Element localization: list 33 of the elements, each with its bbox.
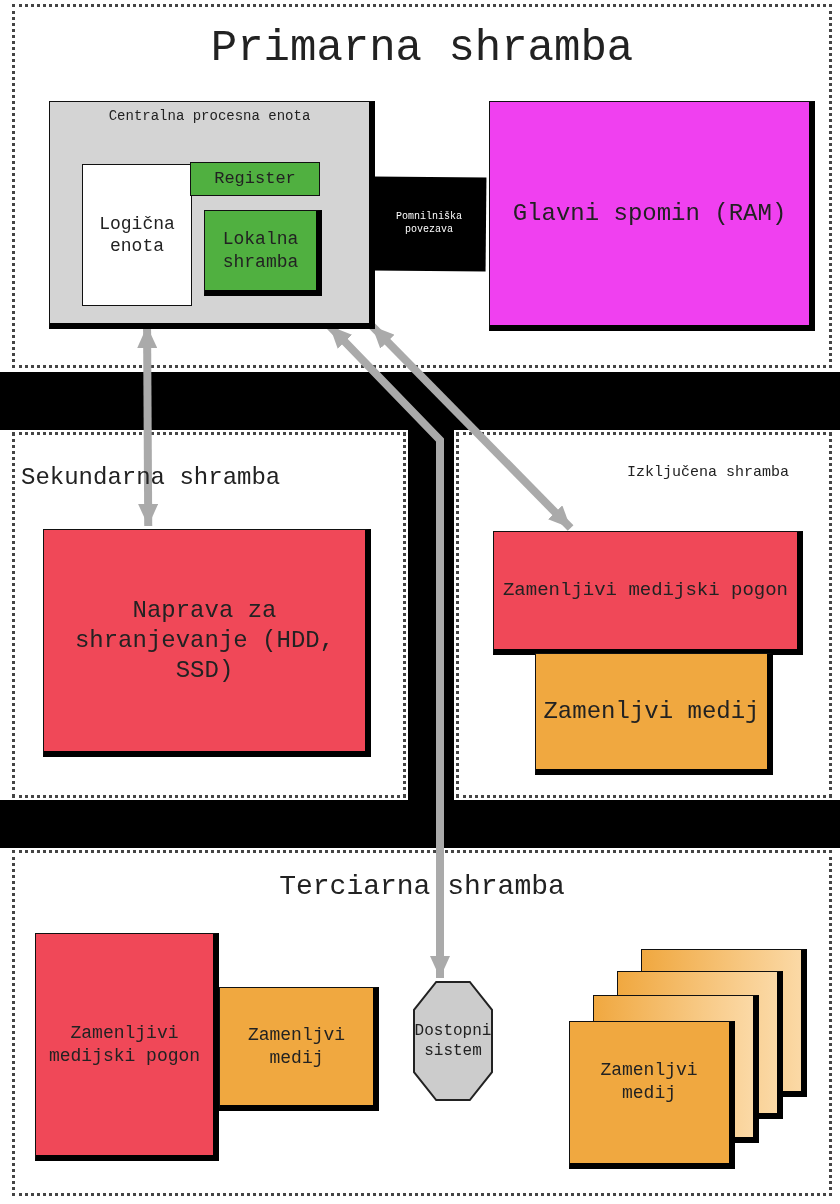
storage-device-box: [43, 529, 371, 757]
box-label: Logična enota: [98, 212, 176, 258]
box-label: Lokalna shramba: [221, 228, 300, 273]
section-title: Izključena shramba: [626, 463, 789, 483]
local-storage-box: [204, 210, 322, 296]
box-label: Zamenljivi medijski pogon: [502, 578, 788, 603]
edge-label: Pomnilniška povezava: [395, 209, 463, 236]
main-memory-box: [489, 101, 815, 331]
section-title: Primarna shramba: [209, 22, 635, 75]
box-label: Zamenljvi medij: [599, 1059, 699, 1104]
storage-section: [12, 850, 832, 1196]
box-label: Zamenljvi medij: [543, 696, 760, 727]
box-label: Glavni spomin (RAM): [512, 198, 787, 229]
box-label: Naprava za shranjevanje (HDD, SSD): [73, 595, 336, 686]
access-system-octagon: [413, 981, 493, 1101]
logic-unit-box: [82, 164, 192, 306]
removable-media-box: [535, 653, 773, 775]
box-label: Zamenljivi medijski pogon: [47, 1022, 202, 1067]
section-title: Sekundarna shramba: [21, 463, 281, 493]
box-label: Dostopni sistem: [413, 1021, 493, 1061]
media-drive-box: [493, 531, 803, 655]
box-label: Register: [214, 168, 296, 190]
box-label: Zamenljvi medij: [246, 1024, 347, 1069]
double-arrow: [369, 323, 574, 531]
storage-section: [12, 432, 406, 798]
media-drive-box: [35, 933, 219, 1161]
removable-media-box: [219, 987, 379, 1111]
processor-panel: [49, 101, 375, 329]
storage-section: [456, 432, 832, 798]
storage-section: [12, 4, 832, 368]
panel-title: Centralna procesna enota: [108, 108, 311, 126]
section-title: Terciarna shramba: [278, 870, 566, 904]
register-box: [190, 162, 320, 196]
